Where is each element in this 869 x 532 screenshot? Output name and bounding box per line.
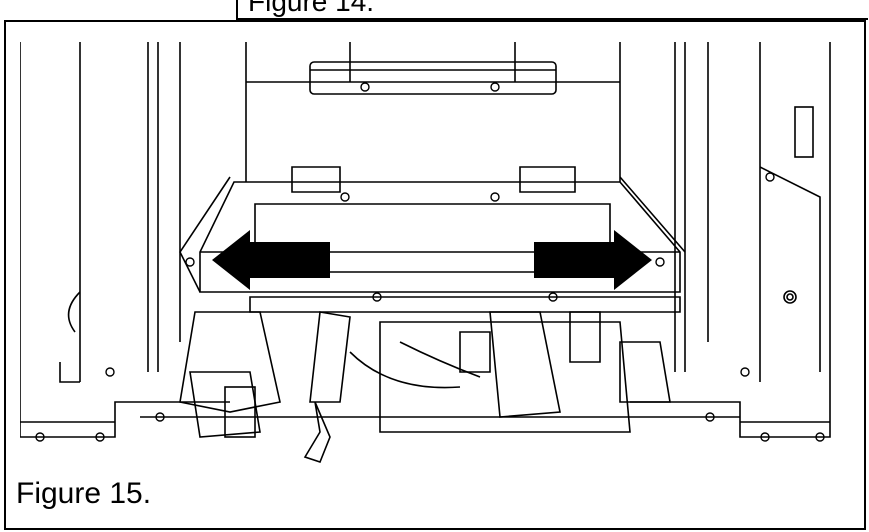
figure-15-caption: Figure 15. [16, 477, 152, 510]
figure-14-tab [236, 0, 868, 20]
right-arrow-icon [534, 230, 652, 290]
figure-frame [4, 20, 866, 530]
figure-14-label: Figure 14. [248, 0, 375, 17]
technical-drawing [20, 42, 831, 463]
left-arrow-icon [212, 230, 330, 290]
